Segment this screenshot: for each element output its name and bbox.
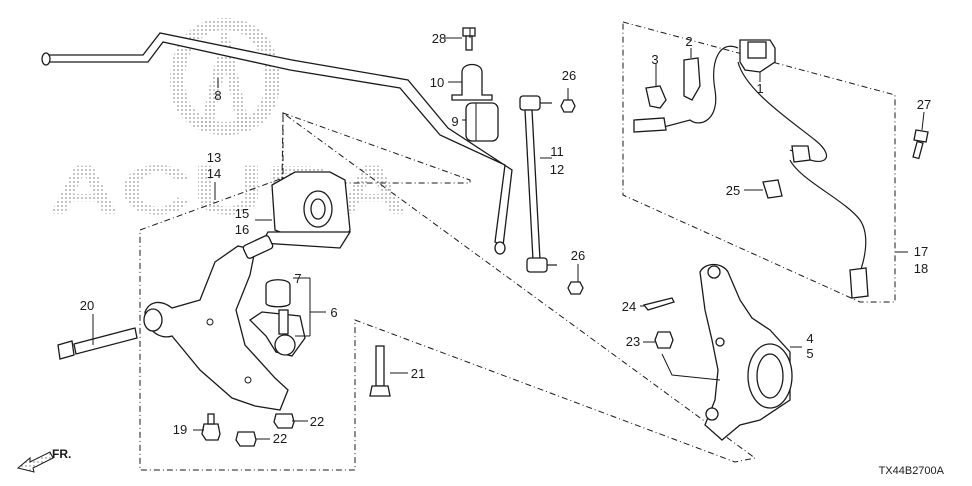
brand-wordmark-watermark: ACURA: [48, 151, 408, 229]
bushing: [465, 102, 499, 142]
callout-21: 21: [411, 366, 425, 381]
callout-27: 27: [917, 97, 931, 112]
callout-18: 18: [914, 261, 928, 276]
compliance-bushing-mount: [260, 171, 352, 249]
callout-11: 11: [550, 144, 564, 159]
front-arrow-icon: [16, 451, 54, 473]
bolt-20: [57, 327, 138, 360]
steering-knuckle: [699, 263, 793, 441]
callout-15: 15: [235, 206, 249, 221]
bolt-21: [369, 345, 391, 397]
stabilizer-bar: [41, 32, 513, 255]
callout-8: 8: [214, 88, 221, 103]
callout-19: 19: [173, 422, 187, 437]
callout-16: 16: [235, 222, 249, 237]
callout-6: 6: [330, 305, 337, 320]
lower-arm-group-outline: [139, 112, 757, 471]
bushing-bracket: [451, 63, 493, 101]
stabilizer-link: [519, 95, 557, 273]
nuts-26: [560, 99, 584, 295]
knuckle-fasteners: [642, 297, 675, 349]
callout-labels: 1 2 3 4 5 6 7 8 9 10 11 12 13 14 15 16 1…: [80, 31, 931, 446]
callout-20: 20: [80, 298, 94, 313]
callout-12: 12: [550, 162, 564, 177]
callout-2: 2: [685, 34, 692, 49]
callout-3: 3: [651, 52, 658, 67]
small-nuts: [201, 413, 295, 447]
front-direction-label: FR.: [52, 447, 71, 461]
callout-22-upper: 22: [310, 414, 324, 429]
callout-4: 4: [806, 331, 813, 346]
wheel-sensor-group-outline: [622, 21, 896, 303]
bolt-28: [462, 27, 476, 51]
callout-5: 5: [806, 346, 813, 361]
wheel-sensor-harness: [633, 39, 929, 299]
leader-lines: [92, 28, 925, 440]
callout-10: 10: [430, 75, 444, 90]
callout-26-lower: 26: [571, 248, 585, 263]
callout-24: 24: [622, 299, 636, 314]
callout-14: 14: [207, 166, 221, 181]
callout-1: 1: [756, 81, 763, 96]
callout-23: 23: [626, 334, 640, 349]
callout-9: 9: [451, 114, 458, 129]
diagram-code: TX44B2700A: [879, 465, 945, 477]
callout-22-lower: 22: [273, 431, 287, 446]
callout-25: 25: [726, 183, 740, 198]
lower-arm: [143, 235, 289, 411]
callout-17: 17: [914, 244, 928, 259]
stabilizer-bushing-parts: [451, 63, 499, 142]
callout-28: 28: [432, 31, 446, 46]
ball-joint: [248, 279, 306, 357]
front-direction-indicator: FR.: [16, 447, 71, 473]
callout-13: 13: [207, 150, 221, 165]
group-outlines: [139, 21, 896, 471]
callout-7: 7: [294, 271, 301, 286]
stabilizer-bushing-callout-box: [281, 112, 471, 184]
callout-26-upper: 26: [562, 68, 576, 83]
